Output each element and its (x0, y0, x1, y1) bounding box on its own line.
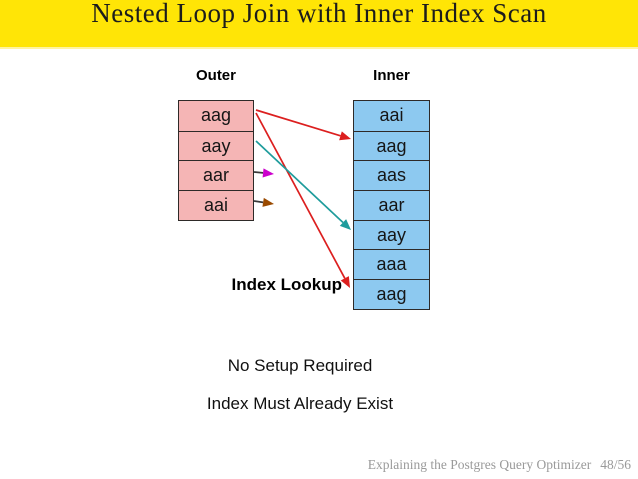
footer-page-number: 48/56 (600, 457, 631, 472)
outer-table-row: aar (179, 160, 253, 190)
inner-table-row: aas (354, 160, 429, 190)
arrow-outer-aai-pointer (253, 197, 274, 207)
title-bar: Nested Loop Join with Inner Index Scan (0, 0, 638, 49)
arrow-outer-aar-pointer (253, 168, 274, 178)
outer-table-row: aai (179, 190, 253, 220)
note-index-must-exist: Index Must Already Exist (206, 394, 394, 413)
arrow-outer-aag-to-inner-aag (255, 109, 351, 141)
inner-table-row: aaa (354, 249, 429, 279)
arrow-outer-aag-to-inner-aag-last (255, 112, 350, 288)
inner-table-row: aar (354, 190, 429, 220)
outer-table: aag aay aar aai (178, 100, 254, 221)
inner-table-row: aay (354, 219, 429, 250)
inner-table-row: aag (354, 130, 429, 161)
outer-table-row: aag (200, 105, 232, 126)
inner-table-row: aai (379, 105, 404, 126)
inner-table: aai aag aas aar aay aaa aag (353, 100, 430, 310)
arrow-outer-aay-to-inner-aay (255, 140, 351, 230)
footer-title: Explaining the Postgres Query Optimizer (367, 457, 592, 472)
inner-column-label: Inner (373, 67, 410, 84)
inner-table-row: aag (354, 279, 429, 309)
outer-column-label: Outer (195, 67, 236, 84)
note-no-setup-required: No Setup Required (227, 356, 373, 375)
slide-footer: Explaining the Postgres Query Optimizer 4… (368, 457, 631, 473)
slide-title: Nested Loop Join with Inner Index Scan (91, 0, 547, 28)
outer-table-row: aay (179, 130, 253, 161)
index-lookup-label: Index Lookup (231, 275, 343, 294)
